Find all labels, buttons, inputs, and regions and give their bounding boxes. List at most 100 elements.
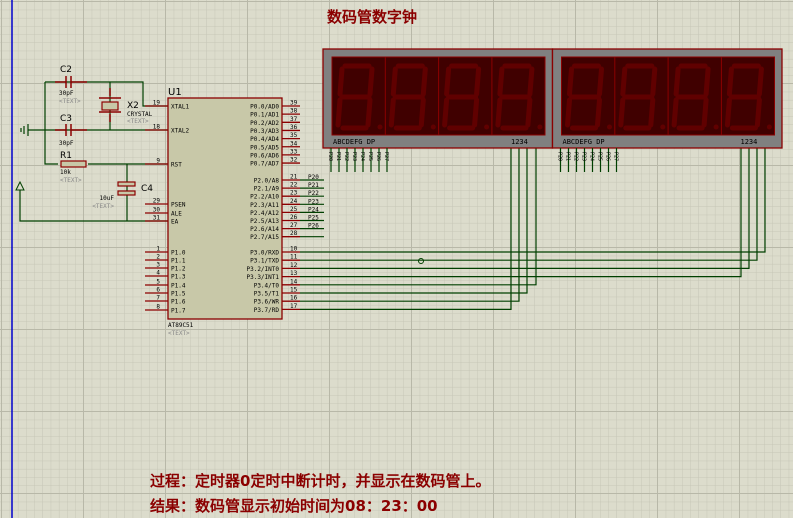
chip-part: AT89C51	[168, 322, 194, 329]
pin-label: P0.2/AD2	[250, 120, 279, 127]
segment	[650, 66, 658, 97]
segment	[703, 66, 711, 97]
capacitor-c3[interactable]: C3 30pF	[55, 114, 87, 147]
pin-number: 16	[290, 295, 298, 302]
pin-label: P3.0/RXD	[250, 250, 279, 257]
capacitor-c4[interactable]: C4 10uF <TEXT>	[92, 181, 153, 210]
r1-text: <TEXT>	[60, 177, 82, 184]
net-label: P21	[308, 182, 319, 189]
net-label: P26	[375, 152, 381, 161]
pin-label: P1.2	[171, 266, 186, 273]
pin-number: 13	[290, 270, 298, 277]
segment	[337, 66, 345, 97]
pin-number: 9	[156, 158, 160, 165]
pin-number: 34	[290, 140, 298, 147]
pin-label: P1.7	[171, 308, 186, 315]
decimal-point	[713, 124, 719, 130]
segment	[673, 66, 681, 97]
decimal-point	[537, 124, 543, 130]
segment	[367, 66, 375, 97]
pin-p1-6[interactable]: 7P1.6	[145, 295, 186, 306]
pin-label: P1.6	[171, 299, 186, 306]
pin-label: P2.5/A13	[250, 218, 279, 225]
pin-label: XTAL1	[171, 104, 189, 111]
crystal-x2[interactable]: X2 CRYSTAL <TEXT>	[99, 88, 153, 125]
pin-number: 17	[290, 303, 298, 310]
microcontroller-u1[interactable]: U1 AT89C51 <TEXT> 19XTAL118XTAL29RST29PS…	[145, 87, 324, 337]
pin-p1-4[interactable]: 5P1.4	[145, 279, 186, 290]
pin-p1-2[interactable]: 3P1.2	[145, 262, 186, 273]
pin-label: P2.1/A9	[254, 186, 280, 193]
net-label: P26	[308, 223, 319, 230]
p3-wire	[300, 148, 512, 310]
net-label: P21	[335, 152, 341, 161]
segment	[527, 66, 535, 97]
pin-p1-0[interactable]: 1P1.0	[145, 246, 186, 257]
segment	[756, 66, 764, 97]
digit	[384, 57, 436, 135]
digit	[667, 57, 719, 135]
pin-label: P2.6/A14	[250, 226, 279, 233]
segment	[420, 66, 428, 97]
pin-p1-1[interactable]: 2P1.1	[145, 254, 186, 265]
resistor-r1[interactable]: R1 10k <TEXT>	[60, 151, 87, 184]
capacitor-c2[interactable]: C2 30pF <TEXT>	[55, 65, 87, 105]
digit	[614, 57, 666, 135]
net-label: P21	[565, 152, 571, 161]
pin-label: P1.0	[171, 250, 186, 257]
common-pins-label: 1234	[741, 138, 758, 146]
pin-number: 2	[156, 254, 160, 261]
pin-number: 28	[290, 230, 298, 237]
c2-value: 30pF	[59, 90, 74, 97]
pin-p1-3[interactable]: 4P1.3	[145, 270, 186, 281]
decimal-point	[766, 124, 772, 130]
segment	[701, 97, 709, 128]
pin-p1-5[interactable]: 6P1.5	[145, 287, 186, 298]
decimal-point	[607, 124, 612, 130]
net-label: P23	[308, 198, 319, 205]
segment	[365, 97, 373, 128]
pin-number: 36	[290, 124, 298, 131]
net-label: P20	[557, 152, 563, 161]
r1-value: 10k	[60, 169, 71, 176]
p3-wire	[300, 148, 742, 278]
pin-label: ALE	[171, 211, 182, 218]
c2-text: <TEXT>	[59, 98, 81, 105]
segment	[595, 97, 602, 128]
digit	[491, 57, 543, 135]
pin-p1-7[interactable]: 8P1.7	[145, 304, 186, 315]
